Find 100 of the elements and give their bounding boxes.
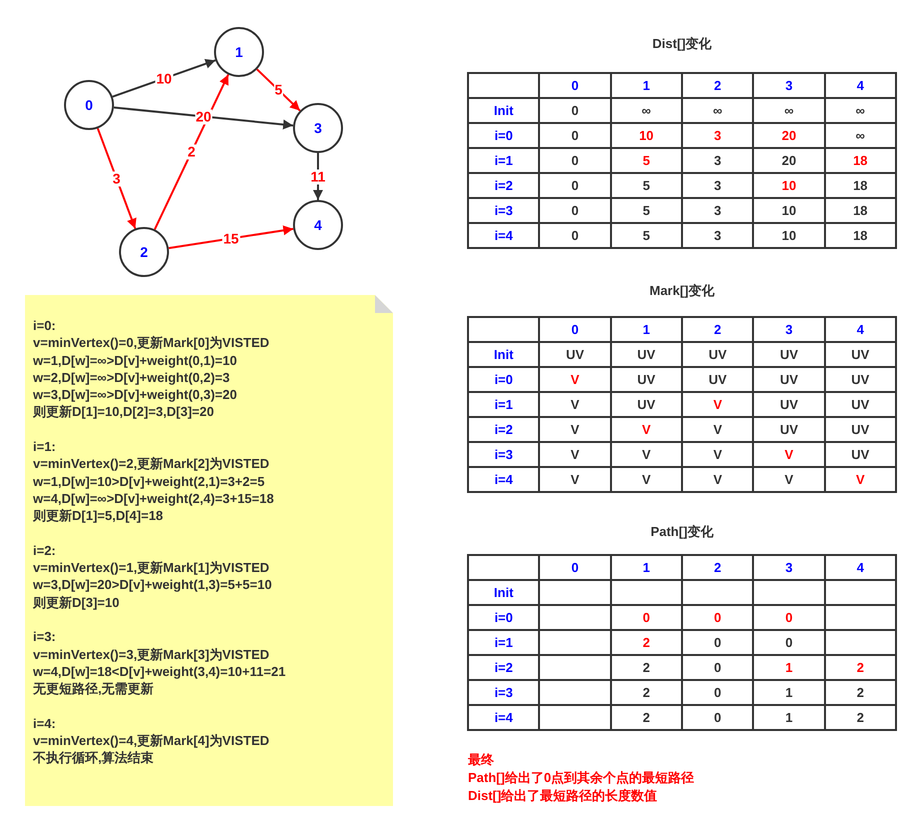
edge-label: 15 (222, 231, 240, 246)
table-value: 5 (610, 198, 682, 223)
table-value: V (539, 467, 611, 492)
column-header: 1 (610, 317, 682, 342)
column-header: 2 (682, 73, 754, 98)
table-value: 10 (753, 223, 825, 248)
column-header: 1 (610, 73, 682, 98)
arrow (256, 68, 301, 112)
table-value: UV (824, 417, 896, 442)
note-line: i=3: (33, 628, 57, 646)
table-value: 3 (682, 223, 754, 248)
table-value: 0 (682, 680, 754, 705)
table-value: UV (753, 417, 825, 442)
row-header: i=3 (468, 680, 540, 705)
note-line: i=0: (33, 317, 57, 334)
column-header: 4 (824, 555, 896, 580)
table-value: UV (753, 342, 825, 367)
table-value: V (753, 442, 825, 467)
table-value: V (824, 467, 896, 492)
row-header: i=4 (468, 705, 540, 730)
vertex-label: 2 (140, 244, 148, 260)
table-value: 3 (682, 198, 754, 223)
table-value: UV (824, 442, 896, 467)
row-header: i=2 (468, 173, 540, 198)
vertex-circle (119, 227, 169, 277)
table-value: 18 (824, 223, 896, 248)
edge-label: 20 (194, 109, 212, 124)
table-value: V (753, 467, 825, 492)
edge-label: 11 (310, 169, 326, 184)
row-header: i=3 (468, 442, 540, 467)
table-value: 10 (610, 123, 682, 148)
table-title: Dist[]变化 (651, 35, 713, 53)
table-value: ∞ (824, 98, 896, 123)
edge-label: 5 (274, 82, 284, 98)
note-line: 不执行循环,算法结束 (33, 749, 155, 767)
table-value: UV (753, 392, 825, 417)
table-value: 1 (753, 705, 825, 730)
vertex-label: 3 (314, 120, 322, 136)
table-value: 0 (610, 605, 682, 630)
conclusion-note: 最终 (468, 751, 494, 769)
table-value: 2 (610, 655, 682, 680)
table-value: 5 (610, 148, 682, 173)
table-value: V (539, 392, 611, 417)
row-header: i=1 (468, 630, 540, 655)
row-header: i=0 (468, 367, 540, 392)
table-value: UV (824, 367, 896, 392)
table-value: 1 (753, 680, 825, 705)
column-header: 2 (682, 555, 754, 580)
table-value: UV (824, 342, 896, 367)
arrow (112, 58, 216, 98)
table-value: UV (824, 392, 896, 417)
row-header: i=1 (468, 392, 540, 417)
table-value: 2 (824, 705, 896, 730)
note-line: 则更新D[3]=10 (33, 594, 120, 612)
note-line: w=4,D[w]=∞>D[v]+weight(2,4)=3+15=18 (33, 490, 275, 508)
table-value: 5 (610, 173, 682, 198)
row-header: Init (468, 580, 540, 605)
vertex-label: 0 (85, 97, 93, 113)
arrow (154, 74, 230, 230)
table-value: 0 (753, 605, 825, 630)
note-line: w=4,D[w]=18<D[v]+weight(3,4)=10+11=21 (33, 662, 287, 680)
vertex-circle (214, 27, 264, 77)
table-value: 2 (824, 680, 896, 705)
table-value: 10 (753, 198, 825, 223)
note-line: w=2,D[w]=∞>D[v]+weight(0,2)=3 (33, 368, 231, 386)
table-value: ∞ (753, 98, 825, 123)
note-line: w=1,D[w]=∞>D[v]+weight(0,1)=10 (33, 352, 238, 369)
column-header: 0 (539, 317, 611, 342)
arrow (96, 128, 136, 229)
table-value: 0 (682, 705, 754, 730)
note-line: i=4: (33, 714, 57, 732)
row-header: i=0 (468, 605, 540, 630)
table-value: UV (610, 367, 682, 392)
table-value: 2 (610, 630, 682, 655)
table-value: 20 (753, 123, 825, 148)
note-line: i=2: (33, 542, 57, 560)
table-value: 0 (682, 630, 754, 655)
note-line: w=3,D[w]=∞>D[v]+weight(0,3)=20 (33, 386, 238, 404)
column-header: 3 (753, 555, 825, 580)
column-header: 0 (539, 555, 611, 580)
table-value: 18 (824, 198, 896, 223)
vertex-circle (293, 200, 343, 250)
conclusion-note: Path[]给出了0点到其余个点的最短路径 (468, 769, 694, 787)
note-line: w=1,D[w]=10>D[v]+weight(2,1)=3+2=5 (33, 472, 266, 490)
table-value: UV (539, 342, 611, 367)
table-value: 2 (610, 680, 682, 705)
note-card (25, 295, 393, 806)
table-value: 0 (753, 630, 825, 655)
vertex-circle (64, 80, 114, 130)
vertex-circle (293, 103, 343, 153)
note-line: i=1: (33, 438, 57, 456)
column-header: 2 (682, 317, 754, 342)
table-value: UV (610, 342, 682, 367)
row-header: i=2 (468, 417, 540, 442)
table-value: 0 (539, 223, 611, 248)
conclusion-note: Dist[]给出了最短路径的长度数值 (468, 787, 658, 805)
note-line: v=minVertex()=0,更新Mark[0]为VISTED (33, 334, 270, 352)
table-value: 10 (753, 173, 825, 198)
table-value: V (610, 467, 682, 492)
table-value: 0 (539, 173, 611, 198)
